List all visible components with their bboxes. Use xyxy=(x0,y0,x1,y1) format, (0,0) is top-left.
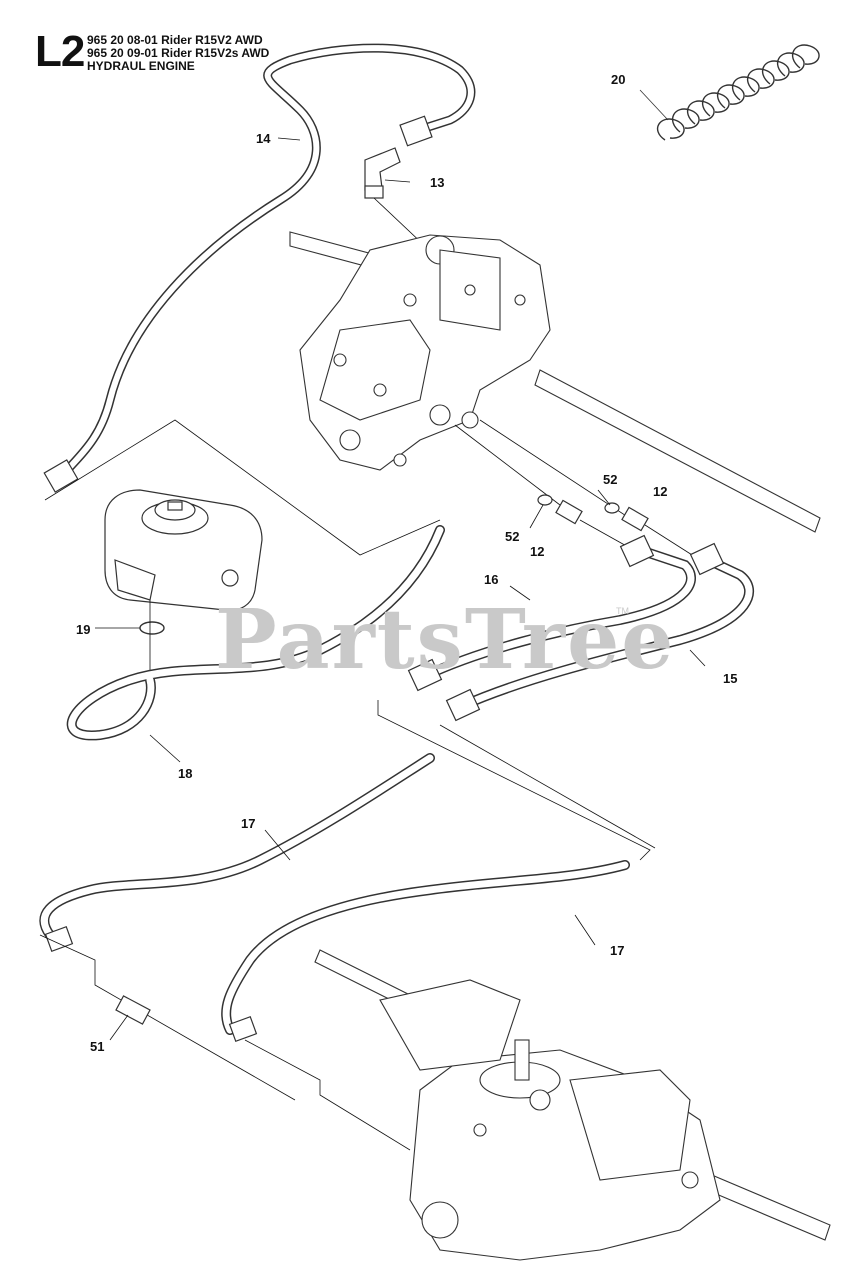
callout-15: 15 xyxy=(723,671,738,686)
callout-17-left: 17 xyxy=(241,816,256,831)
callout-leaders xyxy=(95,137,706,1041)
upper-transmission xyxy=(289,231,821,533)
title-line-3: HYDRAUL ENGINE xyxy=(87,59,195,73)
callout-16: 16 xyxy=(484,572,499,587)
callout-51: 51 xyxy=(90,1039,105,1054)
clamp-19 xyxy=(139,621,165,635)
diagram-code: L2 xyxy=(35,27,85,76)
watermark-tm: TM xyxy=(616,606,629,616)
elbow-fitting-13 xyxy=(364,147,401,199)
callout-13: 13 xyxy=(430,175,445,190)
hose-17-right xyxy=(221,860,630,1042)
callout-52-left: 52 xyxy=(505,529,520,544)
title-line-1: 965 20 08-01 Rider R15V2 AWD xyxy=(87,33,263,47)
watermark: PartsTree xyxy=(215,592,676,688)
pipe-14 xyxy=(43,43,476,493)
callout-52-right: 52 xyxy=(603,472,618,487)
callout-14: 14 xyxy=(256,131,271,146)
oil-reservoir xyxy=(104,489,263,611)
hoses-15-16 xyxy=(407,534,754,722)
callout-19: 19 xyxy=(76,622,91,637)
callout-18: 18 xyxy=(178,766,193,781)
hose-18 xyxy=(66,525,445,741)
hose-17-left xyxy=(39,753,435,952)
fittings-12-52 xyxy=(537,494,649,532)
diagram-title: 965 20 08-01 Rider R15V2 AWD 965 20 09-0… xyxy=(87,34,269,73)
callout-20: 20 xyxy=(611,72,626,87)
title-line-2: 965 20 09-01 Rider R15V2s AWD xyxy=(87,46,270,60)
callout-12-left: 12 xyxy=(530,544,545,559)
callout-17-right: 17 xyxy=(610,943,625,958)
spring-part xyxy=(656,44,820,141)
callout-12-right: 12 xyxy=(653,484,668,499)
lower-transaxle xyxy=(314,949,831,1261)
fitting-51 xyxy=(115,995,151,1025)
